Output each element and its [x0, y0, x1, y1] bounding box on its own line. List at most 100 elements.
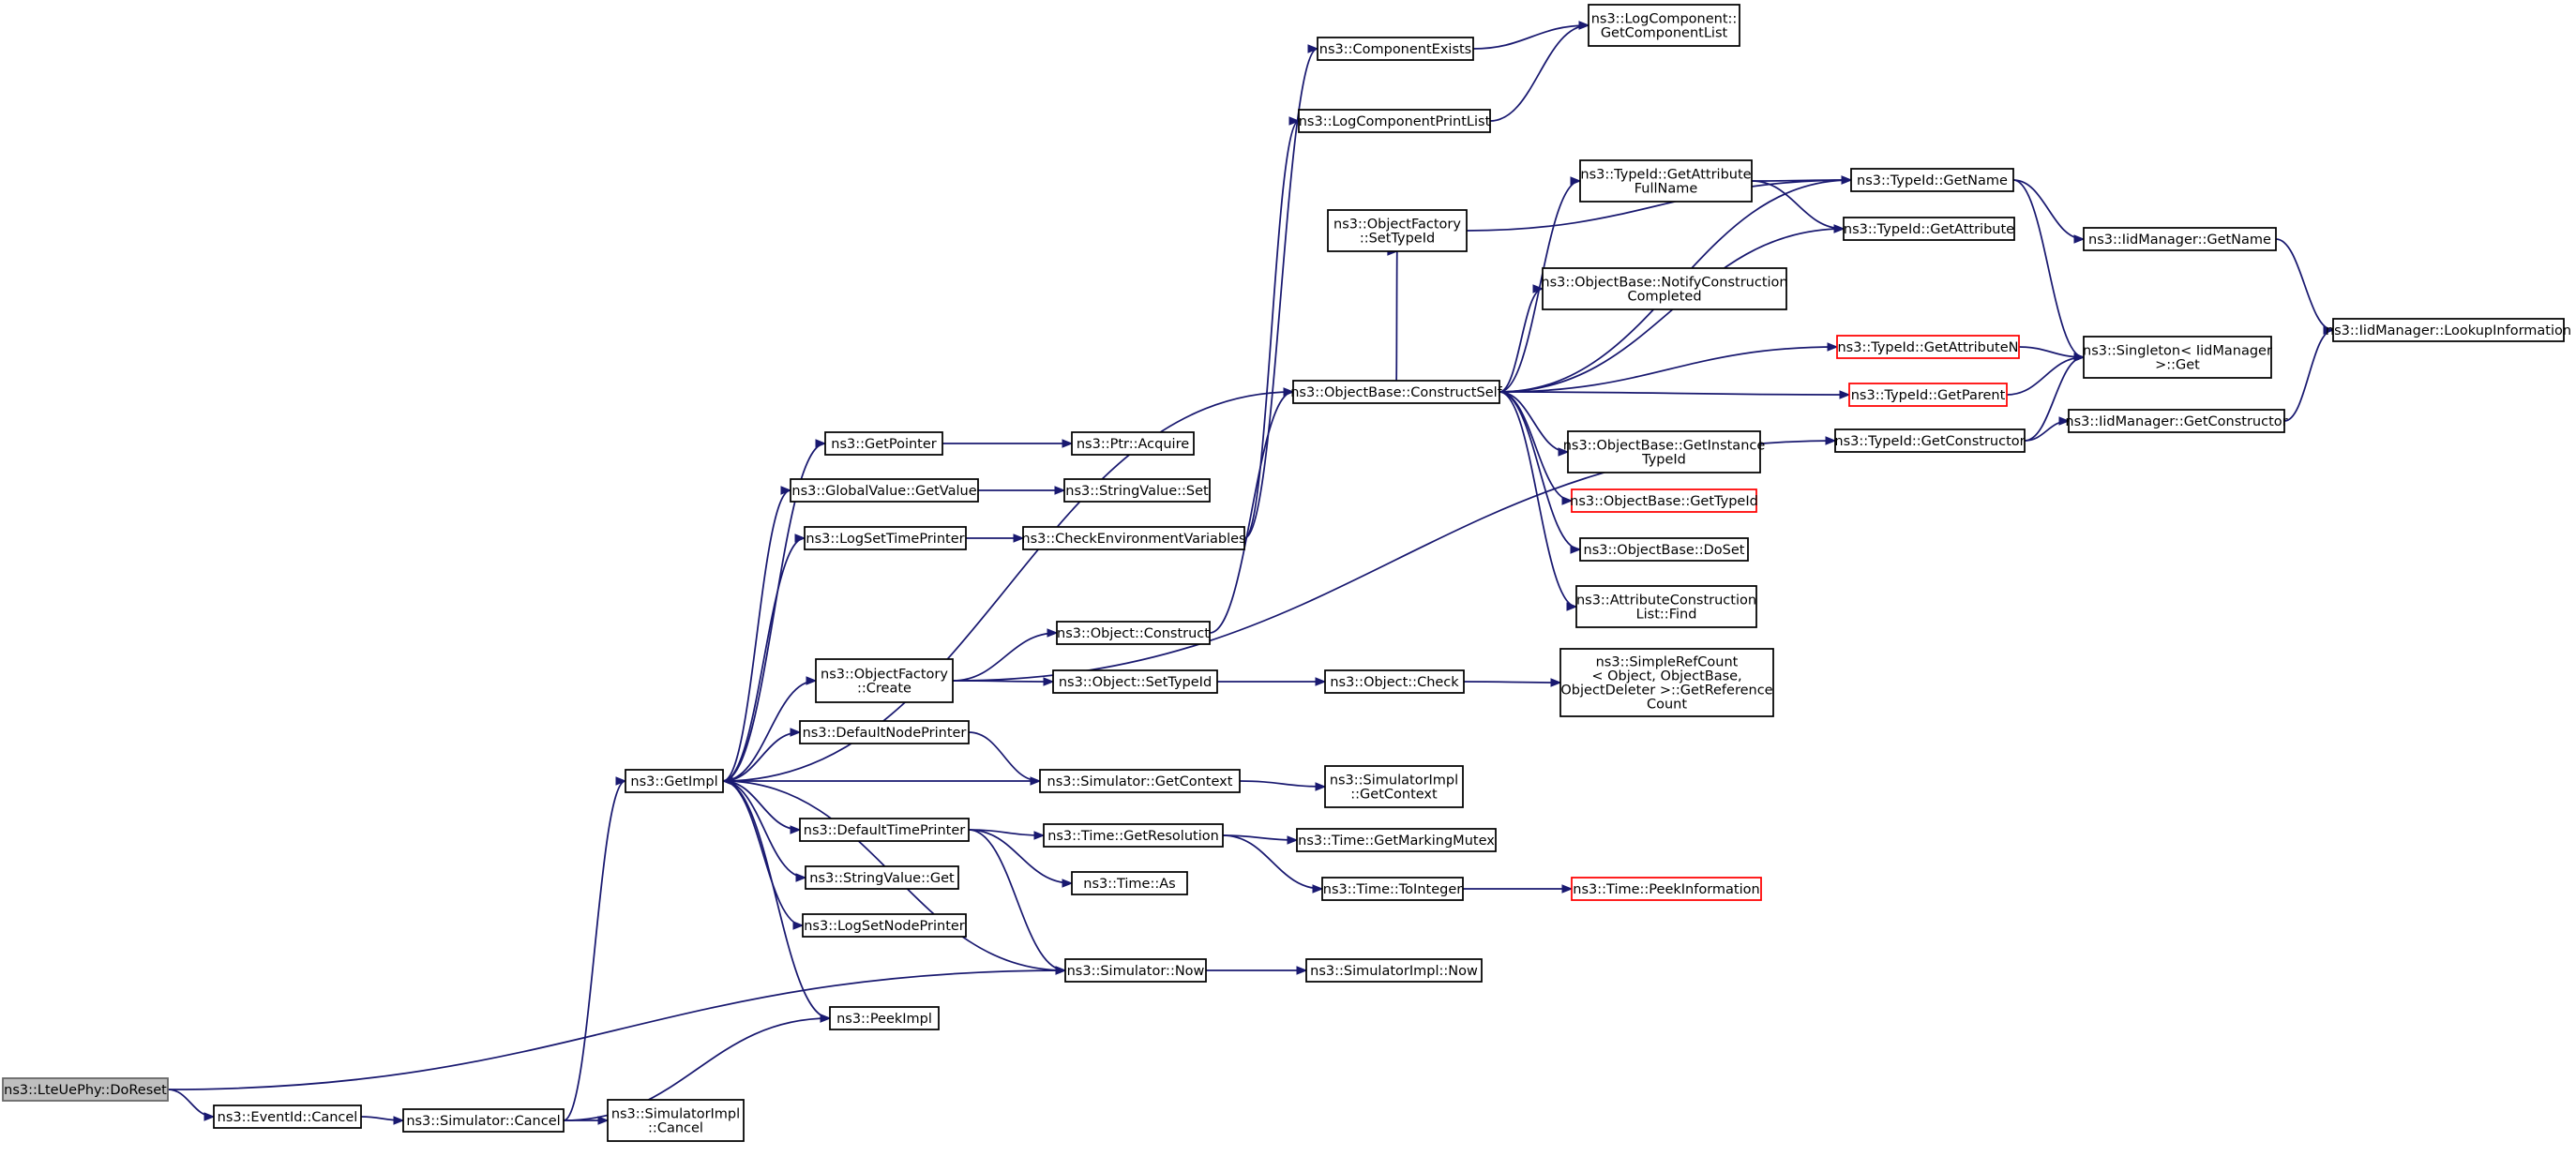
node-ns3-logcomponent-getcomponentlist[interactable]: ns3::LogComponent::GetComponentList	[1588, 4, 1740, 47]
node-ns3-checkenvironmentvariables[interactable]: ns3::CheckEnvironmentVariables	[1021, 526, 1246, 550]
node-ns3-time-as[interactable]: ns3::Time::As	[1071, 871, 1188, 895]
node-ns3-objectbase-notifyconstructioncompleted[interactable]: ns3::ObjectBase::NotifyConstructionCompl…	[1541, 267, 1788, 310]
node-label: TypeId	[1641, 453, 1686, 468]
node-ns3-object-check[interactable]: ns3::Object::Check	[1324, 669, 1465, 694]
node-ns3-getimpl[interactable]: ns3::GetImpl	[625, 769, 724, 793]
call-edge-n1-to-n2	[360, 1116, 405, 1125]
node-ns3-iidmanager-getconstructor[interactable]: ns3::IidManager::GetConstructor	[2065, 409, 2288, 433]
node-ns3-simulatorimpl-now[interactable]: ns3::SimulatorImpl::Now	[1305, 958, 1483, 983]
node-box	[1063, 478, 1211, 503]
node-label: ns3::StringValue::Set	[1065, 484, 1209, 499]
node-ns3-peekimpl[interactable]: ns3::PeekImpl	[829, 1006, 940, 1030]
call-edge-n2-to-n4	[563, 776, 627, 1121]
node-box	[1579, 537, 1749, 562]
node-label: ns3::StringValue::Get	[809, 871, 955, 886]
node-ns3-logsettimeprinter[interactable]: ns3::LogSetTimePrinter	[804, 526, 967, 550]
node-ns3-objectbase-gettypeid[interactable]: ns3::ObjectBase::GetTypeId	[1570, 488, 1758, 513]
call-edge-n30-to-n31	[1472, 21, 1590, 50]
call-edge-n48-to-n49	[2283, 325, 2335, 422]
node-label: ns3::ObjectBase::GetInstance	[1563, 439, 1766, 454]
node-label: ns3::ComponentExists	[1319, 42, 1472, 57]
node-box	[1043, 823, 1224, 848]
node-ns3-simplerefcount-object-objectbase-objectdeleter-getreferencecount[interactable]: ns3::SimpleRefCount< Object, ObjectBase,…	[1559, 648, 1774, 717]
node-ns3-simulator-now[interactable]: ns3::Simulator::Now	[1064, 958, 1207, 983]
node-ns3-objectbase-constructself[interactable]: ns3::ObjectBase::ConstructSelf	[1290, 380, 1503, 404]
call-edge-n34-to-n33	[1387, 247, 1399, 382]
arrowhead	[794, 533, 806, 543]
node-ns3-eventid-cancel[interactable]: ns3::EventId::Cancel	[213, 1104, 362, 1129]
edge-line	[968, 829, 1073, 884]
node-label: ns3::SimpleRefCount	[1596, 655, 1739, 670]
node-label: ::Create	[857, 682, 911, 697]
node-ns3-defaultnodeprinter[interactable]: ns3::DefaultNodePrinter	[799, 720, 970, 744]
node-box	[1848, 383, 2008, 407]
node-ns3-object-settypeid[interactable]: ns3::Object::SetTypeId	[1052, 669, 1218, 694]
node-ns3-iidmanager-lookupinformation[interactable]: ns3::IidManager::LookupInformation	[2326, 318, 2571, 342]
node-ns3-typeid-getattribute[interactable]: ns3::TypeId::GetAttribute	[1843, 217, 2015, 241]
node-ns3-objectfactory-settypeid[interactable]: ns3::ObjectFactory::SetTypeId	[1327, 209, 1468, 252]
node-ns3-time-peekinformation[interactable]: ns3::Time::PeekInformation	[1571, 877, 1762, 901]
node-box	[1071, 871, 1188, 895]
node-ns3-typeid-getparent[interactable]: ns3::TypeId::GetParent	[1848, 383, 2008, 407]
node-ns3-typeid-getname[interactable]: ns3::TypeId::GetName	[1850, 168, 2014, 192]
edge-line	[1499, 228, 1845, 393]
call-edge-n36-to-n46	[2012, 179, 2086, 244]
arrowhead	[820, 1014, 832, 1023]
node-ns3-componentexists[interactable]: ns3::ComponentExists	[1317, 37, 1474, 61]
node-box	[1571, 877, 1762, 901]
node-ns3-getpointer[interactable]: ns3::GetPointer	[824, 431, 943, 456]
node-ns3-singleton-iidmanager-get[interactable]: ns3::Singleton< IidManager >::Get	[2083, 336, 2272, 379]
edge-line	[1499, 391, 1577, 608]
node-ns3-lteuephy-doreset[interactable]: ns3::LteUePhy::DoReset	[2, 1077, 169, 1102]
node-ns3-simulatorimpl-getcontext[interactable]: ns3::SimulatorImpl::GetContext	[1324, 765, 1464, 808]
node-ns3-stringvalue-set[interactable]: ns3::StringValue::Set	[1063, 478, 1211, 503]
call-edge-n4-to-n22	[722, 780, 802, 834]
node-ns3-time-tointeger[interactable]: ns3::Time::ToInteger	[1321, 877, 1464, 901]
edge-line	[1499, 391, 1850, 396]
node-ns3-simulatorimpl-cancel[interactable]: ns3::SimulatorImpl::Cancel	[607, 1099, 745, 1142]
node-ns3-simulator-cancel[interactable]: ns3::Simulator::Cancel	[402, 1108, 565, 1133]
node-box	[815, 658, 954, 703]
node-label: ns3::Time::GetResolution	[1047, 829, 1219, 844]
node-box	[625, 769, 724, 793]
node-label: ns3::LogSetNodePrinter	[804, 919, 965, 934]
edge-line	[1751, 179, 1852, 182]
node-ns3-time-getmarkingmutex[interactable]: ns3::Time::GetMarkingMutex	[1296, 828, 1497, 852]
node-ns3-globalvalue-getvalue[interactable]: ns3::GlobalValue::GetValue	[790, 478, 979, 503]
node-box	[1834, 428, 2026, 453]
edge-line	[722, 780, 806, 879]
node-ns3-stringvalue-get[interactable]: ns3::StringValue::Get	[805, 865, 959, 890]
node-label: ns3::Time::ToInteger	[1323, 882, 1462, 897]
arrowhead	[721, 776, 733, 786]
call-edge-n4-to-n10	[722, 486, 792, 782]
call-edge-n20-to-n21	[1239, 780, 1327, 791]
node-label: ns3::TypeId::GetName	[1857, 173, 2008, 188]
edge-line	[722, 489, 791, 782]
node-ns3-iidmanager-getname[interactable]: ns3::IidManager::GetName	[2083, 227, 2277, 251]
arrowhead	[1561, 496, 1574, 505]
node-ns3-typeid-getattributen[interactable]: ns3::TypeId::GetAttributeN	[1836, 335, 2020, 359]
node-ns3-object-construct[interactable]: ns3::Object::Construct	[1056, 621, 1211, 645]
node-ns3-simulator-getcontext[interactable]: ns3::Simulator::GetContext	[1039, 769, 1241, 793]
node-ns3-time-getresolution[interactable]: ns3::Time::GetResolution	[1043, 823, 1224, 848]
node-box	[1836, 335, 2020, 359]
call-edge-n0-to-n1	[167, 1089, 216, 1121]
node-ns3-defaulttimeprinter[interactable]: ns3::DefaultTimePrinter	[799, 818, 970, 842]
node-box	[1298, 109, 1491, 133]
edge-line	[968, 829, 1066, 971]
node-label: ns3::DefaultNodePrinter	[803, 726, 967, 741]
node-ns3-objectbase-doset[interactable]: ns3::ObjectBase::DoSet	[1579, 537, 1749, 562]
node-ns3-ptr-acquire[interactable]: ns3::Ptr::Acquire	[1071, 431, 1195, 456]
node-box	[2083, 227, 2277, 251]
arrowhead	[1561, 884, 1574, 894]
node-label: ns3::LogComponentPrintList	[1299, 114, 1491, 129]
arrowhead	[1839, 390, 1851, 399]
arrowhead	[1288, 116, 1301, 126]
node-ns3-typeid-getconstructor[interactable]: ns3::TypeId::GetConstructor	[1834, 428, 2026, 453]
node-ns3-logcomponentprintlist[interactable]: ns3::LogComponentPrintList	[1298, 109, 1491, 133]
node-ns3-objectfactory-create[interactable]: ns3::ObjectFactory::Create	[815, 658, 954, 703]
node-ns3-logsetnodeprinter[interactable]: ns3::LogSetNodePrinter	[802, 913, 967, 938]
